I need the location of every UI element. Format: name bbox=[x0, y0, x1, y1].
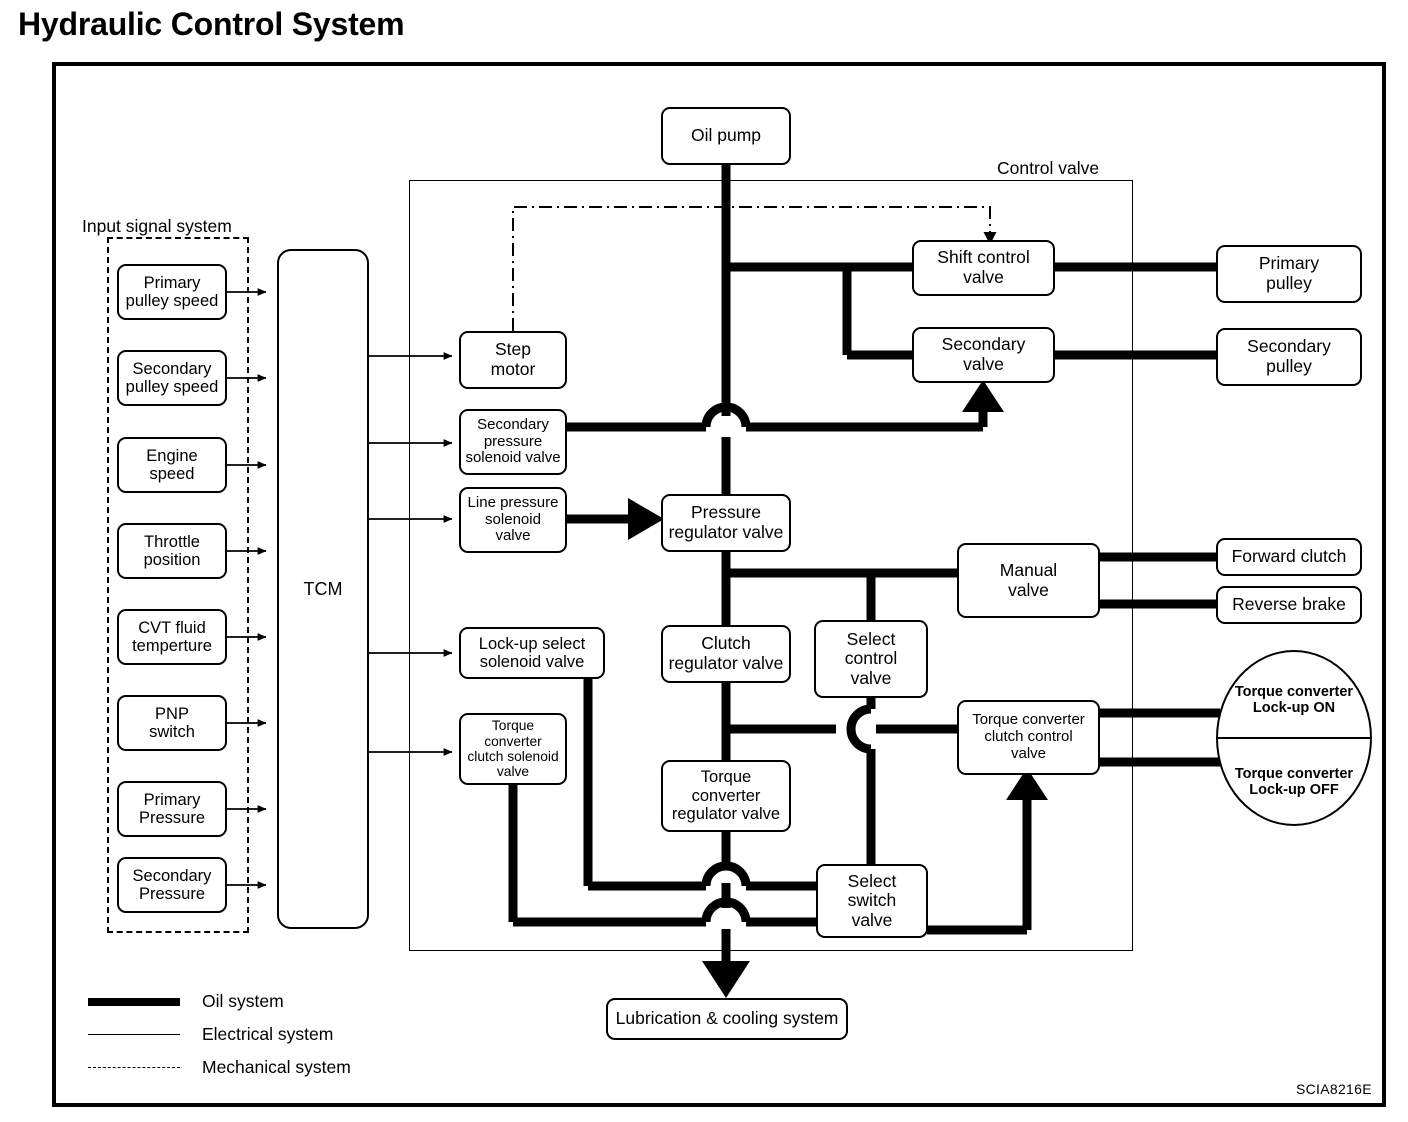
legend-item-mechanical-system: Mechanical system bbox=[88, 1051, 351, 1084]
input-signal-system-label: Input signal system bbox=[82, 216, 232, 236]
lubrication-cooling-system[interactable]: Lubrication & cooling system bbox=[606, 998, 848, 1040]
tcm-label: TCM bbox=[303, 578, 343, 599]
figure-code: SCIA8216E bbox=[1296, 1081, 1372, 1097]
legend-key-electrical bbox=[88, 1034, 186, 1035]
input-signal-system-group bbox=[107, 237, 249, 933]
page-title: Hydraulic Control System bbox=[18, 6, 405, 42]
oil-pump[interactable]: Oil pump bbox=[661, 107, 791, 165]
legend-key-oil bbox=[88, 997, 186, 1006]
legend-key-mechanical bbox=[88, 1067, 186, 1068]
torque-converter-circle-divider bbox=[1218, 737, 1370, 739]
legend-item-oil-system: Oil system bbox=[88, 985, 351, 1018]
control-valve-label: Control valve bbox=[997, 158, 1100, 178]
secondary-pulley[interactable]: Forward clutchSecondarypulley bbox=[1216, 328, 1362, 386]
legend: Oil system Electrical system Mechanical … bbox=[88, 985, 351, 1084]
forward-clutch[interactable]: Forward clutch bbox=[1216, 538, 1362, 576]
reverse-brake[interactable]: Reverse brake bbox=[1216, 586, 1362, 624]
diagram-frame bbox=[52, 62, 1386, 1107]
control-valve-boundary bbox=[409, 180, 1133, 951]
tcm-module[interactable]: TCM bbox=[277, 249, 369, 929]
legend-item-electrical-system: Electrical system bbox=[88, 1018, 351, 1051]
